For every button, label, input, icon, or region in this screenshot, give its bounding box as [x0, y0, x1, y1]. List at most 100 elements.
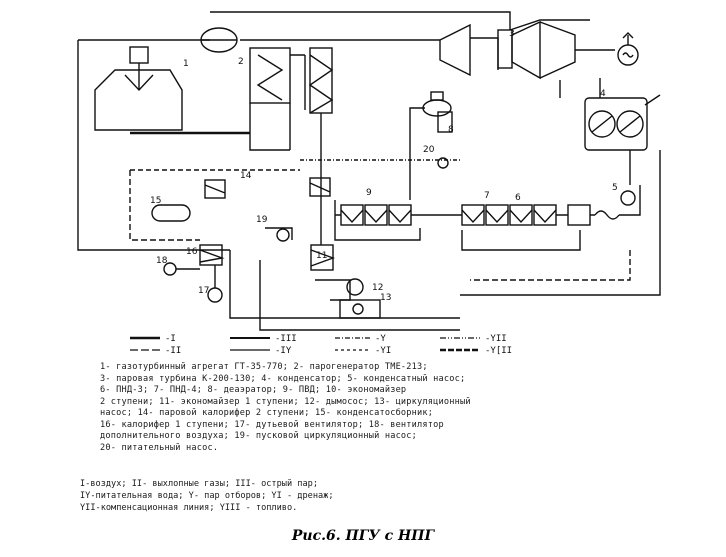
feed-pump	[437, 157, 449, 169]
condenser	[584, 97, 648, 151]
circulation-pump	[352, 303, 364, 315]
label-1: 1	[183, 59, 189, 69]
exhaust-to-condenser	[559, 78, 601, 98]
hph-2	[364, 204, 388, 226]
condenser-bundle-right	[616, 110, 644, 138]
line-desc: I-воздух; II- выхлопные газы; III- остры…	[80, 479, 318, 489]
legend-line: дополнительного воздуха; 19- пусковой ци…	[100, 431, 418, 441]
blower-fan-17	[207, 287, 223, 303]
label-9: 9	[366, 188, 372, 198]
label-7: 7	[484, 191, 490, 201]
deaerator-column	[430, 91, 444, 101]
right-return-line	[460, 150, 661, 296]
legend-line: 20- питательный насос.	[100, 442, 219, 453]
condensate-pump	[620, 190, 636, 206]
line-desc: YII-компенсационная линия; YIII - топлив…	[80, 503, 298, 513]
air-heater-coil	[199, 249, 225, 263]
label-6: 6	[515, 193, 521, 203]
label-2: 2	[238, 57, 244, 67]
line-label-iy: -IY	[275, 346, 292, 356]
steam-heater-coil	[309, 182, 331, 193]
label-4: 4	[600, 89, 606, 99]
deaerator-body	[437, 111, 453, 133]
turbine-link-line	[509, 19, 590, 31]
label-15: 15	[150, 196, 161, 206]
line-label-i: -I	[165, 334, 176, 344]
legend-line: 3- паровая турбина К-200-130; 4- конденс…	[100, 373, 466, 384]
gas-turbine-burner	[124, 63, 154, 92]
deaerator-line	[409, 107, 425, 160]
line-label-y: -Y	[375, 334, 386, 344]
steam-generator-coil	[256, 54, 284, 101]
frame-line-top	[210, 11, 511, 30]
superheater-coil	[308, 54, 334, 114]
exhaust-duct	[315, 279, 351, 301]
hph-loop	[334, 200, 421, 241]
legend-line: 2 ступени; 11- экономайзер 1 ступени; 12…	[100, 396, 471, 407]
lp-turbine-a	[511, 20, 541, 80]
bottom-loop-line	[229, 250, 460, 319]
air-heater-2	[204, 179, 226, 199]
legend-line: 6- ПНД-3; 7- ПНД-4; 8- деаэратор; 9- ПВД…	[100, 385, 407, 395]
condenser-bundle-left	[588, 110, 616, 138]
lph-coils	[461, 209, 557, 224]
lph-2	[485, 204, 509, 226]
generator-ground-icon	[622, 32, 634, 45]
line-desc: IY-питательная вода; Y- пар отборов; YI …	[80, 491, 334, 501]
air-heater-2-coil	[204, 184, 226, 194]
lower-return-line	[259, 260, 460, 331]
air-heater-1	[199, 244, 223, 266]
label-5: 5	[612, 183, 618, 193]
legend-line: насос; 14- паровой калорифер 2 ступени; …	[100, 408, 434, 418]
component-legend: 1- газотурбинный агрегат ГТ-35-770; 2- п…	[100, 362, 530, 454]
gland-cooler	[594, 210, 620, 220]
start-pump-line	[265, 227, 293, 240]
generator-sine-icon	[622, 52, 634, 58]
legend-line: 16- калорифер 1 ступени; 17- дутьевой ве…	[100, 419, 444, 430]
circulation-pump-box	[339, 299, 381, 319]
legend-line: 1- газотурбинный агрегат ГТ-35-770; 2- п…	[100, 362, 428, 372]
steam-heater	[309, 177, 331, 197]
lph-drain-loop	[461, 230, 581, 251]
gas-turbine-unit	[94, 69, 183, 131]
feedwater-main-line	[335, 185, 641, 216]
gas-duct	[249, 103, 290, 151]
line-type-legend	[130, 336, 480, 352]
line-label-ii: -II	[165, 346, 181, 356]
label-14: 14	[240, 171, 252, 181]
label-3: 3	[509, 29, 515, 39]
line-label-yiii: -Y[II	[485, 346, 512, 356]
label-18: 18	[156, 256, 168, 266]
gas-turbine-top-box	[129, 46, 149, 64]
hph-coils	[340, 209, 412, 224]
condenser-hatching	[591, 94, 661, 133]
hp-turbine	[439, 23, 471, 77]
sg-outlet-line	[290, 54, 306, 110]
label-19: 19	[256, 215, 268, 225]
deaerator-tank	[422, 99, 452, 117]
figure-caption: Рис.6. ПГУ с НПГ	[291, 528, 435, 544]
compensation-line	[129, 170, 200, 241]
line-type-description: I-воздух; II- выхлопные газы; III- остры…	[80, 478, 500, 514]
label-11: 11	[316, 251, 327, 261]
label-8: 8	[448, 125, 454, 135]
label-13: 13	[380, 293, 391, 303]
smoke-exhauster	[346, 278, 364, 296]
lp-turbine-b	[539, 21, 576, 79]
label-17: 17	[198, 286, 209, 296]
economiser-coil	[310, 249, 336, 267]
condensate-collector	[151, 204, 191, 222]
frame-line-left	[77, 39, 230, 251]
label-16: 16	[186, 247, 198, 257]
label-20: 20	[423, 145, 435, 155]
drain-line	[470, 250, 631, 281]
steam-generator	[249, 47, 291, 104]
turbine-shaft-line	[470, 37, 499, 70]
heater-1	[567, 204, 591, 226]
line-label-iii: -III	[275, 334, 297, 344]
lph-3	[509, 204, 533, 226]
start-pump-19	[276, 228, 290, 242]
line-label-yii: -YII	[485, 334, 507, 344]
